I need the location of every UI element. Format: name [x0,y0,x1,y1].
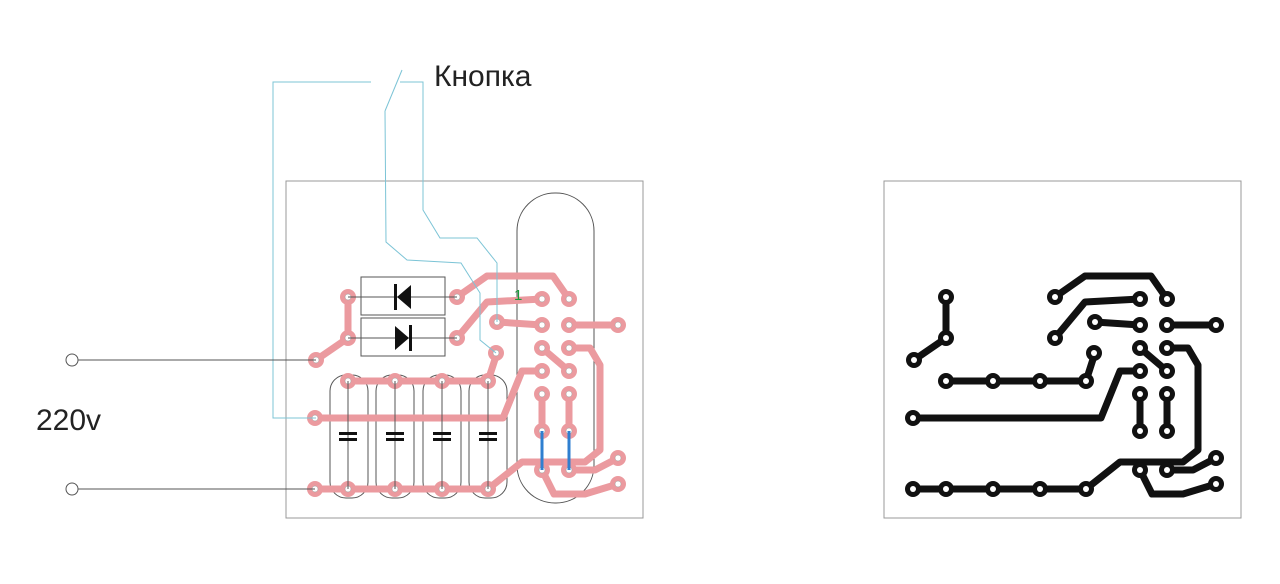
pad-hole [538,390,546,398]
pad-hole [614,454,622,462]
terminal-icon [65,353,79,367]
pad-hole [911,357,917,363]
pad-hole [1213,455,1219,461]
pad-hole [1164,428,1170,434]
pad-hole [1164,345,1170,351]
wire [400,81,498,322]
trace [1136,466,1220,498]
capacitor-icon [433,432,451,435]
pad-hole [1083,486,1089,492]
pad-hole [1213,481,1219,487]
diode-bar [409,325,412,351]
pin-one-marker: 1 [514,287,523,304]
diode-icon [397,285,411,309]
pad-hole [565,321,573,329]
pad-hole [1213,322,1219,328]
capacitor-icon [479,432,497,435]
trace [453,295,546,342]
pad-hole [1092,319,1098,325]
trace [311,367,546,422]
capacitor-icon [386,432,404,435]
pad-hole [565,344,573,352]
pad-hole [538,367,546,375]
pad-hole [1137,391,1143,397]
capacitor-outline [329,374,369,499]
pad-hole [565,295,573,303]
pad-hole [538,321,546,329]
pad-hole [1037,378,1043,384]
diode-bar [394,284,397,310]
push-button-switch-icon [384,69,403,112]
pad-hole [1164,467,1170,473]
trace [909,367,1144,422]
trace [484,344,604,493]
diode-icon [395,326,409,350]
pad-hole [1052,335,1058,341]
component-side-board [65,69,644,519]
pad-hole [1164,296,1170,302]
trace [565,454,622,474]
pad-hole [1137,322,1143,328]
pad-hole [1164,391,1170,397]
trace [942,349,1099,385]
pad-hole [538,344,546,352]
pad-hole [1083,378,1089,384]
trace [453,272,573,303]
pad-hole [943,294,949,300]
trace [1163,454,1220,474]
pad-hole [1052,294,1058,300]
pad-hole [1137,428,1143,434]
pad-hole [1037,486,1043,492]
pad-hole [565,367,573,375]
pad-hole [1137,345,1143,351]
capacitor-plate [386,438,404,441]
pad-hole [538,295,546,303]
diode-outline [360,317,446,357]
trace [910,293,950,364]
pad-hole [990,378,996,384]
pad-hole [565,390,573,398]
pad-hole [910,486,916,492]
pad-hole [614,321,622,329]
trace [312,293,352,364]
pad-hole [990,486,996,492]
capacitor-plate [479,438,497,441]
trace [344,349,501,385]
button-label: Кнопка [434,60,532,93]
trace [1051,272,1171,303]
pad-hole [1164,368,1170,374]
board-outline [285,180,644,519]
pad-hole [1137,296,1143,302]
pad-hole [943,486,949,492]
capacitor-plate [339,438,357,441]
capacitor-icon [339,432,357,435]
wire [272,81,371,419]
pad-hole [910,415,916,421]
pad-hole [1137,467,1143,473]
voltage-label: 220v [36,404,102,437]
pad-hole [1137,368,1143,374]
trace [538,466,622,498]
terminal-icon [65,482,79,496]
wire [384,110,497,354]
pad-hole [614,480,622,488]
copper-side-board [883,180,1242,519]
capacitor-plate [433,438,451,441]
pad-hole [1091,350,1097,356]
pad-hole [1164,322,1170,328]
pad-hole [943,335,949,341]
trace [1082,344,1202,493]
trace [1051,295,1144,342]
diode-outline [360,276,446,316]
pad-hole [943,378,949,384]
board-outline [883,180,1242,519]
